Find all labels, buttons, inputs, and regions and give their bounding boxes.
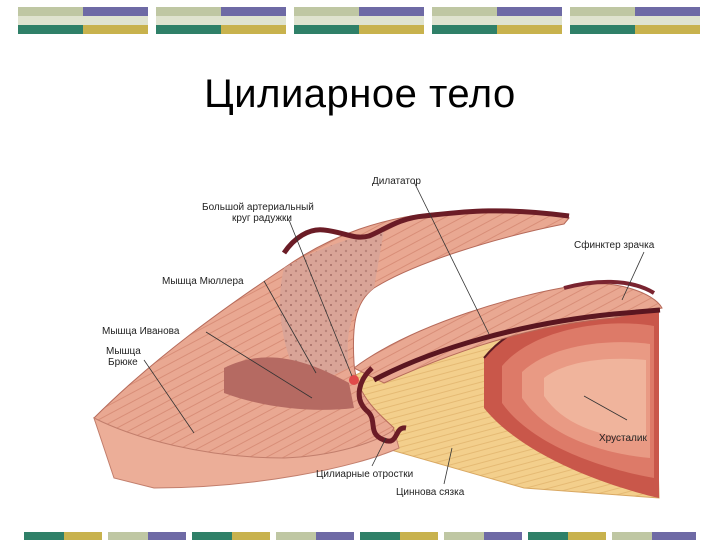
lens-shape	[483, 303, 660, 498]
label-muller: Мышца Мюллера	[162, 276, 244, 287]
ciliary-processes	[356, 366, 407, 444]
sclera-band	[93, 417, 400, 489]
deco-block	[156, 7, 286, 34]
pointer-lines	[143, 181, 645, 485]
top-decorative-bar	[18, 7, 702, 34]
label-artery-circle-2: круг радужки	[232, 213, 292, 224]
pigment-epithelium	[281, 208, 570, 255]
label-dilator: Дилататор	[372, 176, 421, 187]
label-sphincter: Сфинктер зрачка	[574, 239, 655, 251]
ciliary-body-illustration: Дилататор Большой артериальный круг раду…	[54, 158, 666, 514]
bottom-decorative-bar	[24, 532, 696, 540]
deco-block	[294, 7, 424, 34]
label-ivanov: Мышца Иванова	[102, 326, 180, 337]
label-zonule: Циннова сязка	[396, 487, 465, 498]
label-lens: Хрусталик	[599, 433, 647, 444]
artery-dot	[349, 375, 359, 385]
label-ciliary-processes: Цилиарные отростки	[316, 469, 413, 480]
label-artery-circle-1: Большой артериальный	[202, 202, 314, 213]
deco-block	[18, 7, 148, 34]
label-brucke-1: Мышца	[106, 346, 141, 357]
iris-pigment-layer	[372, 307, 661, 383]
slide-title: Цилиарное тело	[204, 72, 516, 116]
label-brucke-2: Брюке	[108, 357, 138, 368]
iris-surface	[563, 279, 656, 295]
deco-block	[432, 7, 562, 34]
ciliary-stroma	[280, 230, 384, 388]
deco-block	[570, 7, 700, 34]
